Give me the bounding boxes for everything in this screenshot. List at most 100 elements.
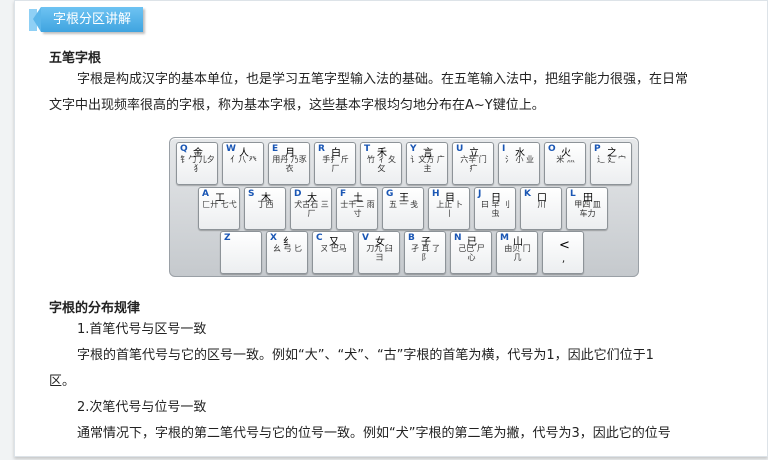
key-roots: 氵 小 业 — [504, 155, 535, 164]
key-main-root: 王 — [399, 193, 409, 204]
key-roots: 犬古石 三 厂 — [294, 200, 329, 218]
key-main-root: 金 — [193, 148, 203, 159]
key-letter: W — [226, 144, 236, 154]
key-comma: <, — [542, 231, 584, 274]
key-roots: 甲四 皿 车力 — [574, 200, 601, 218]
key-roots: 亻八 癶 — [230, 155, 257, 164]
key-roots: ㄡ 巴马 — [320, 244, 347, 253]
key-letter: N — [454, 233, 462, 243]
key-roots: 讠文方 广 主 — [410, 155, 445, 173]
key-main-root: 山 — [513, 237, 523, 248]
key-roots: 丁西 — [257, 200, 274, 209]
key-main-root: 大 — [307, 193, 317, 204]
point1-line2: 区。 — [49, 374, 76, 389]
key-main-root: 立 — [469, 148, 479, 159]
key-main-root: 禾 — [377, 148, 387, 159]
key-main-root: 田 — [583, 193, 593, 204]
key-letter: D — [294, 189, 302, 199]
key-letter: U — [456, 144, 464, 154]
key-roots: 用丹 乃豕 衣 — [272, 155, 307, 173]
key-roots: , — [561, 252, 566, 265]
point1-title: 1.首笔代号与区号一致 — [77, 322, 207, 337]
key-roots: 幺 弓 匕 — [272, 244, 303, 253]
key-letter: O — [548, 144, 556, 154]
key-main-root: 月 — [285, 148, 295, 159]
key-letter: M — [500, 233, 509, 243]
key-roots: 米 灬 — [556, 155, 575, 164]
key-main-root: 日 — [491, 193, 501, 204]
key-roots: 己巳 尸 心 — [458, 244, 485, 262]
key-roots: 孑 耳 了 阝 — [410, 244, 441, 262]
key-letter: T — [364, 144, 371, 154]
key-main-root: 工 — [215, 193, 225, 204]
key-main-root: 火 — [561, 148, 571, 159]
key-letter: H — [432, 189, 440, 199]
key-letter: B — [408, 233, 415, 243]
key-roots: 六辛 门 疒 — [460, 155, 487, 173]
key-letter: Q — [180, 144, 188, 154]
key-main-root: 女 — [375, 237, 385, 248]
key-roots: 曰 早 刂 虫 — [480, 200, 511, 218]
key-roots: 川 — [537, 200, 546, 209]
key-main-root: < — [559, 238, 570, 253]
paragraph-line-2: 文字中出现频率很高的字根，称为基本字根，这些基本字根均匀地分布在A~Y键位上。 — [49, 98, 545, 113]
key-letter: P — [594, 144, 601, 154]
section-tab: 字根分区讲解 — [32, 7, 144, 32]
key-letter: G — [386, 189, 394, 199]
key-roots: 手扌 斤 厂 — [322, 155, 349, 173]
key-main-root: 人 — [239, 148, 249, 159]
key-roots: 上止 卜 丨 — [436, 200, 463, 218]
key-main-root: 已 — [467, 237, 477, 248]
key-letter: Z — [224, 233, 231, 243]
key-letter: I — [502, 144, 506, 154]
key-roots: 五 一 戋 — [388, 200, 419, 209]
content-panel: 字根分区讲解 五笔字根 字根是构成汉字的基本单位，也是学习五笔字型输入法的基础。… — [14, 0, 768, 457]
key-roots: 由贝 冂 几 — [504, 244, 531, 262]
point1-line1: 字根的首笔代号与它的区号一致。例如“大”、“犬”、“古”字根的首笔为横，代号为1… — [77, 348, 654, 363]
key-roots: 辶 廴 宀 — [596, 155, 627, 164]
key-main-root: 口 — [537, 193, 547, 204]
key-main-root: 水 — [515, 148, 525, 159]
heading-distribution: 字根的分布规律 — [49, 301, 141, 316]
key-z: Z — [220, 231, 262, 274]
key-main-root: 目 — [445, 193, 455, 204]
key-main-root: 之 — [607, 148, 617, 159]
key-letter: Y — [410, 144, 417, 154]
key-roots: 钅勹 儿夕犭 — [180, 155, 215, 173]
key-letter: E — [272, 144, 279, 154]
key-letter: S — [248, 189, 255, 199]
key-main-root: 言 — [423, 148, 433, 159]
key-letter: F — [340, 189, 347, 199]
key-letter: L — [570, 189, 576, 199]
key-letter: J — [478, 189, 482, 199]
paragraph-line-1: 字根是构成汉字的基本单位，也是学习五笔字型输入法的基础。在五笔输入法中，把组字能… — [77, 72, 689, 87]
key-letter: V — [362, 233, 369, 243]
key-main-root: 纟 — [283, 237, 293, 248]
point2-line1: 通常情况下，字根的第二笔代号与它的位号一致。例如“犬”字根的第二笔为撇，代号为3… — [77, 426, 671, 441]
key-letter: K — [524, 189, 531, 199]
key-main-root: 木 — [261, 193, 271, 204]
